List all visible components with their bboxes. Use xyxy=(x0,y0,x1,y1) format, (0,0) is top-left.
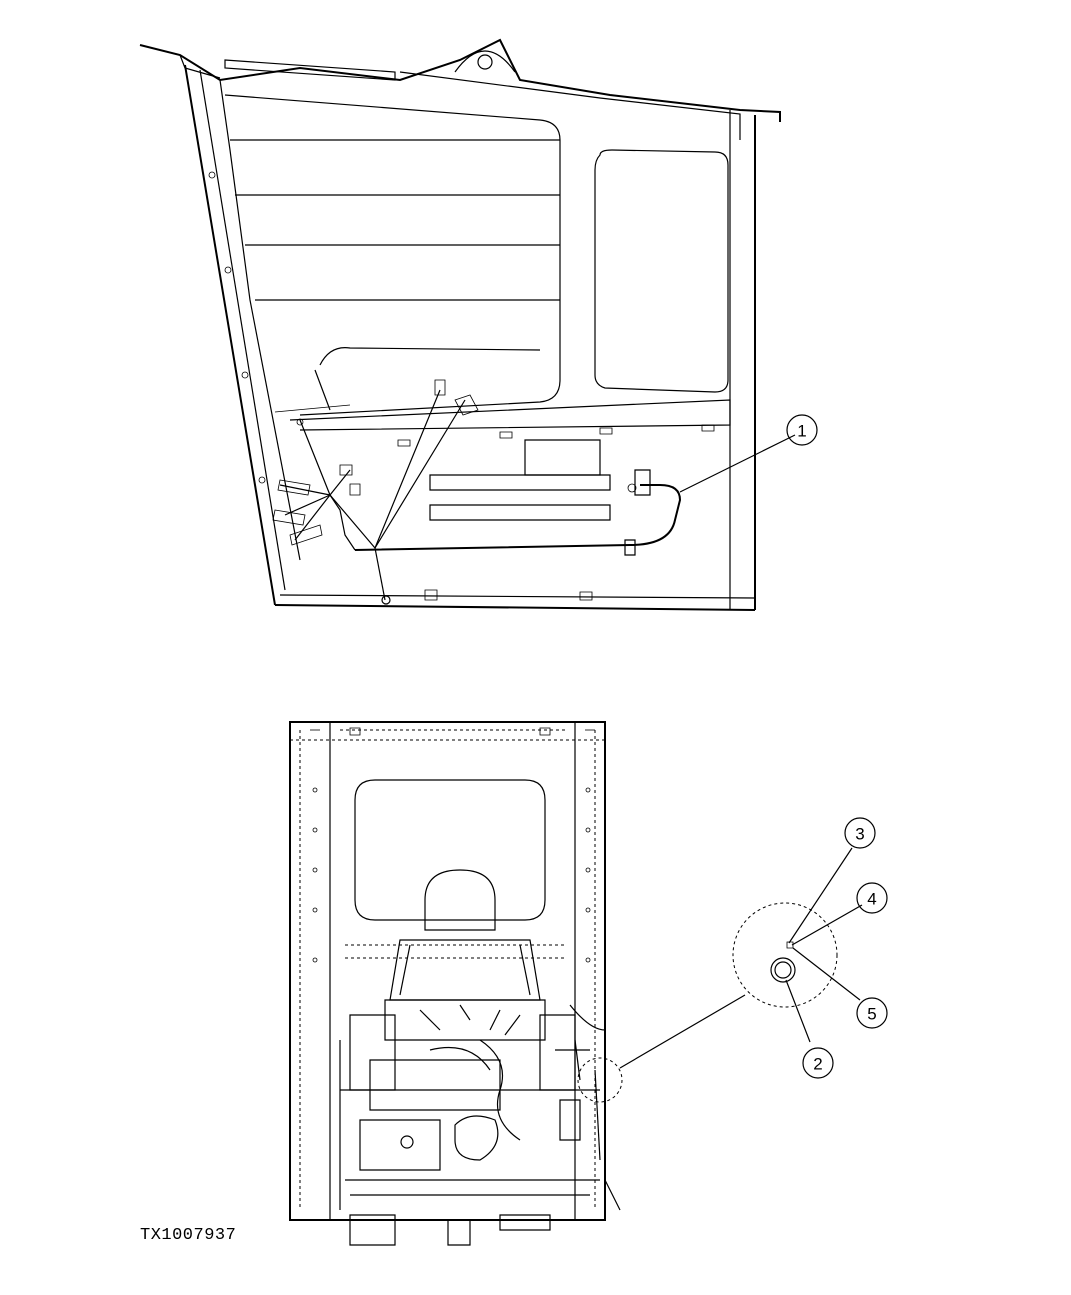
callout-1-label: 1 xyxy=(797,422,806,441)
figure-id: TX1007937 xyxy=(140,1226,237,1245)
top-view xyxy=(289,721,863,1246)
callout-4: 4 xyxy=(856,882,888,914)
callout-2-label: 2 xyxy=(813,1055,822,1074)
side-view xyxy=(139,38,796,611)
callout-4-label: 4 xyxy=(867,890,876,909)
callout-5: 5 xyxy=(856,997,888,1029)
callout-1: 1 xyxy=(786,414,818,446)
callout-5-label: 5 xyxy=(867,1005,876,1024)
callout-2: 2 xyxy=(802,1047,834,1079)
callout-3-label: 3 xyxy=(855,825,864,844)
callout-3: 3 xyxy=(844,817,876,849)
